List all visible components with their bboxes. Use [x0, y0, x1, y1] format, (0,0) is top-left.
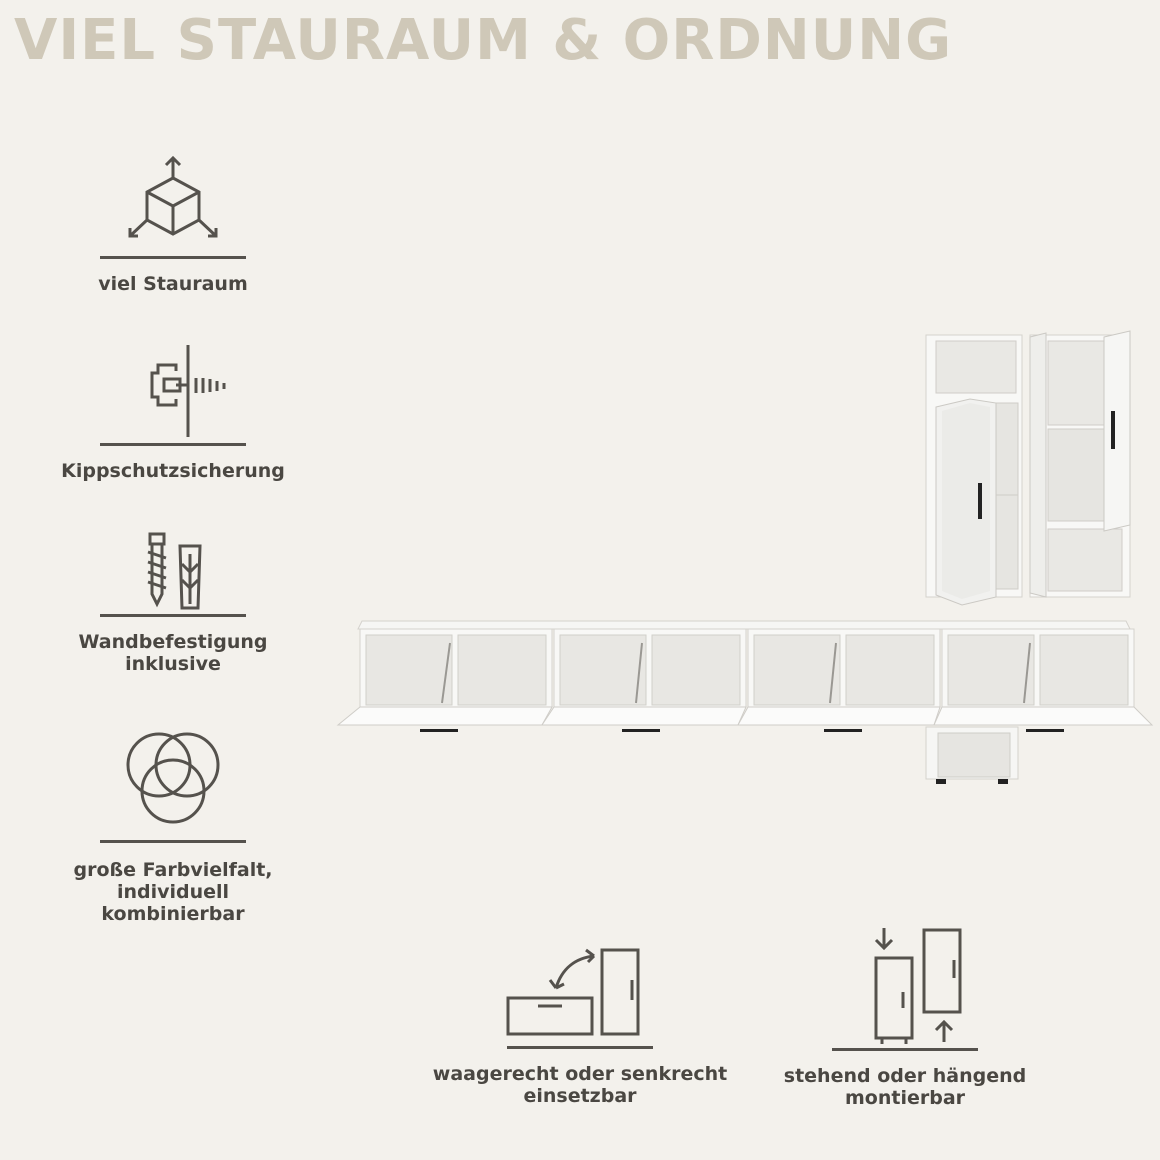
feature-orientation: waagerecht oder senkrecht einsetzbar	[420, 944, 740, 1107]
feature-label: Wandbefestigung inklusive	[78, 631, 268, 675]
horizontal-vertical-icon	[506, 948, 640, 1036]
feature-anti-tip: Kippschutzsicherung	[43, 343, 303, 482]
feature-colors: große Farbvielfalt, individuell kombinie…	[43, 728, 303, 925]
wall-cabinet-left	[925, 334, 1023, 606]
feature-divider	[832, 1048, 978, 1051]
feature-divider	[100, 443, 246, 446]
screw-dowel-icon	[147, 532, 202, 610]
feature-label: große Farbvielfalt, individuell kombinie…	[73, 859, 273, 925]
feature-divider	[100, 614, 246, 617]
feature-storage: viel Stauraum	[43, 152, 303, 295]
sideboard-top	[357, 620, 1131, 630]
feature-wall-mount: Wandbefestigung inklusive	[43, 528, 303, 675]
wall-cabinet-right	[1029, 330, 1131, 598]
product-image	[330, 325, 1155, 799]
color-circles-icon	[126, 732, 220, 824]
standing-hanging-icon	[874, 928, 962, 1044]
sideboard-flaps	[336, 706, 1154, 726]
feature-label: viel Stauraum	[98, 273, 248, 295]
feature-divider	[507, 1046, 653, 1049]
feature-label: stehend oder hängend montierbar	[783, 1065, 1027, 1109]
storage-cube-icon	[128, 155, 218, 238]
feature-label: waagerecht oder senkrecht einsetzbar	[432, 1063, 728, 1107]
floor-cabinet	[925, 726, 1019, 784]
feature-mounting: stehend oder hängend montierbar	[760, 924, 1050, 1109]
feature-divider	[100, 840, 246, 843]
wall-anchor-screw-icon	[150, 345, 226, 437]
feature-divider	[100, 256, 246, 259]
page-title: VIEL STAURAUM & ORDNUNG	[14, 8, 953, 73]
feature-label: Kippschutzsicherung	[61, 460, 285, 482]
